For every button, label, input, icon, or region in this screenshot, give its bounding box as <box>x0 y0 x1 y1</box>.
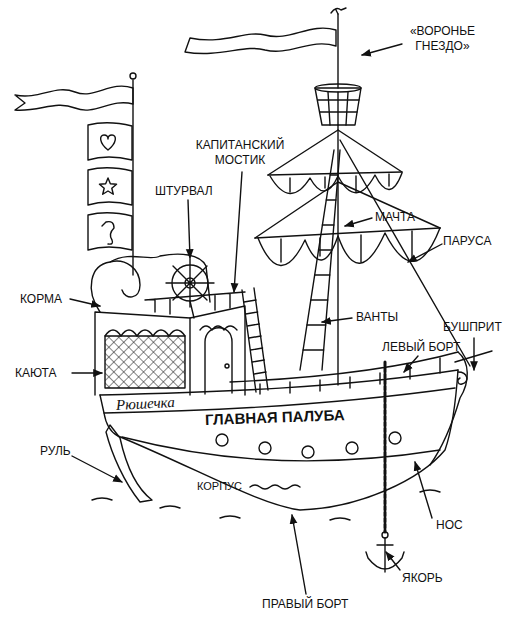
crows-nest-rim <box>315 84 361 92</box>
part-label: ПАРУСА <box>443 234 491 249</box>
leader-line <box>292 515 306 594</box>
part-label: МАЧТА <box>375 210 415 225</box>
part-label: ЛЕВЫЙ БОРТ <box>382 340 460 355</box>
window-arches <box>105 330 185 336</box>
door-trim <box>200 326 237 330</box>
part-label: ШТУРВАЛ <box>155 184 213 199</box>
leader-line <box>188 200 190 258</box>
bird <box>331 8 346 14</box>
heart-symbol <box>101 135 116 150</box>
leader-line <box>404 356 418 372</box>
bow-outline <box>430 352 467 465</box>
ladder-rails <box>242 288 268 392</box>
porthole <box>389 432 401 444</box>
part-label: ЯКОРЬ <box>402 571 443 586</box>
shroud-lines <box>300 150 340 370</box>
leader-line <box>322 318 352 322</box>
part-label: НОС <box>436 518 463 533</box>
crows-nest <box>315 88 361 125</box>
door-knob <box>225 364 229 368</box>
part-label: КОРПУС <box>197 480 242 494</box>
anchor-ring <box>382 532 388 538</box>
wheel-stand <box>190 301 194 318</box>
porthole <box>346 442 358 454</box>
part-label: РУЛЬ <box>40 444 71 459</box>
pennant-flag <box>15 86 133 110</box>
anchor-chain <box>384 362 387 532</box>
deck-label: ГЛАВНАЯ ПАЛУБА <box>205 406 345 430</box>
anchor <box>366 538 404 572</box>
crows-nest-slats <box>318 92 359 125</box>
lower-rigging <box>255 182 440 238</box>
leader-line <box>72 372 102 373</box>
leader-line <box>415 462 432 518</box>
ladder-rungs <box>244 300 266 374</box>
leader-line <box>72 456 122 482</box>
porthole <box>216 434 228 446</box>
bridge-railing <box>145 292 245 314</box>
leader-line <box>234 172 242 292</box>
lattice-window <box>105 336 185 388</box>
hull-plank <box>122 437 440 461</box>
ship-drawing <box>15 8 492 594</box>
cabin-corner <box>189 318 190 395</box>
water-ripples <box>92 490 440 520</box>
star-flag <box>88 168 132 205</box>
seahorse-flag <box>88 213 132 250</box>
pole-knob <box>130 73 136 79</box>
heart-flag <box>88 123 132 160</box>
banner-flag <box>185 28 336 53</box>
porthole <box>259 442 271 454</box>
leader-line <box>70 299 100 306</box>
part-label: «ВОРОНЬЕ ГНЕЗДО» <box>395 24 490 54</box>
seahorse-symbol <box>102 222 114 245</box>
part-label: КАПИТАНСКИЙ МОСТИК <box>185 138 295 168</box>
bow-ornament <box>458 372 467 384</box>
sail-folds <box>281 231 412 262</box>
leader-line <box>345 218 372 226</box>
star-symbol <box>99 178 116 194</box>
part-label: КАЮТА <box>15 366 56 381</box>
cabin-outline <box>95 306 245 395</box>
upper-rigging <box>268 130 402 175</box>
part-label: КОРМА <box>20 292 62 307</box>
hull-wave-line <box>250 485 300 489</box>
rudder <box>106 425 152 502</box>
part-label: ВАНТЫ <box>356 310 398 325</box>
part-label: БУШПРИТ <box>443 320 502 335</box>
leader-line <box>362 44 402 55</box>
wheel-spokes <box>166 259 214 307</box>
hull-outline <box>100 370 458 510</box>
leader-line <box>473 338 474 370</box>
stern-scroll <box>91 261 140 312</box>
cabin-door <box>205 328 232 394</box>
shroud-ratlines <box>303 175 338 350</box>
ship-name: Рюшечка <box>116 393 176 415</box>
leader-line <box>408 244 442 262</box>
mast-top <box>337 14 338 88</box>
leader-line <box>386 552 400 570</box>
part-label: ПРАВЫЙ БОРТ <box>262 597 348 612</box>
porthole <box>302 446 314 458</box>
